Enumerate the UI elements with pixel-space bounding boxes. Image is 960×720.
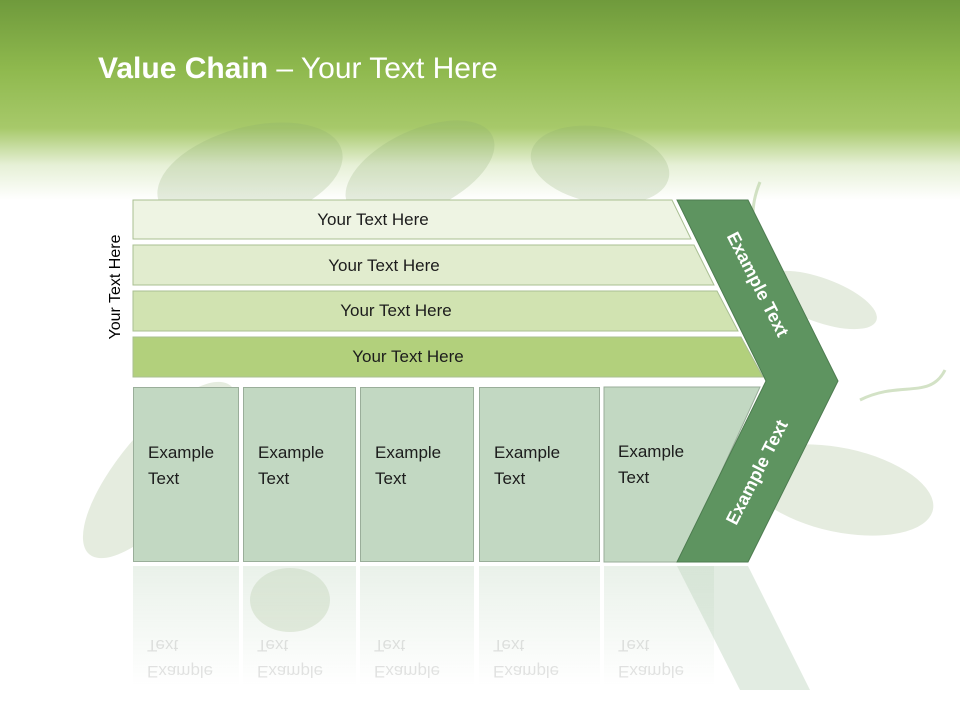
column-2-line2: Text xyxy=(258,469,290,488)
band-shape-1 xyxy=(132,199,692,240)
column-4-line1: Example xyxy=(494,443,561,462)
column-5-line2: Text xyxy=(618,468,650,487)
band-2: Your Text Here xyxy=(133,246,695,285)
header-banner xyxy=(0,0,960,200)
column-4-line2: Text xyxy=(494,469,526,488)
column-1-line2: Text xyxy=(148,469,180,488)
column-5-line1: Example xyxy=(618,442,685,461)
band-1-label: Your Text Here xyxy=(317,209,429,229)
chevron-reflection xyxy=(677,566,810,690)
column-3-line2: Text xyxy=(375,469,407,488)
band-shape-3 xyxy=(132,290,739,332)
title-rest: – Your Text Here xyxy=(268,52,498,85)
slide-title: Value Chain – Your Text Here xyxy=(98,52,498,86)
band-4: Your Text Here xyxy=(133,337,743,376)
band-shape-2 xyxy=(132,244,715,286)
column-2-line1: Example xyxy=(258,443,325,462)
band-4-label: Your Text Here xyxy=(352,346,464,366)
column-3-line1: Example xyxy=(375,443,442,462)
column-1-line1: Example xyxy=(148,443,215,462)
band-2-label: Your Text Here xyxy=(328,255,440,275)
title-bold: Value Chain xyxy=(98,52,269,85)
band-shape-4 xyxy=(132,336,764,378)
band-3-label: Your Text Here xyxy=(340,300,452,320)
chevron-arrow xyxy=(676,199,839,563)
band-1: Your Text Here xyxy=(133,200,673,239)
band-3: Your Text Here xyxy=(133,291,719,330)
